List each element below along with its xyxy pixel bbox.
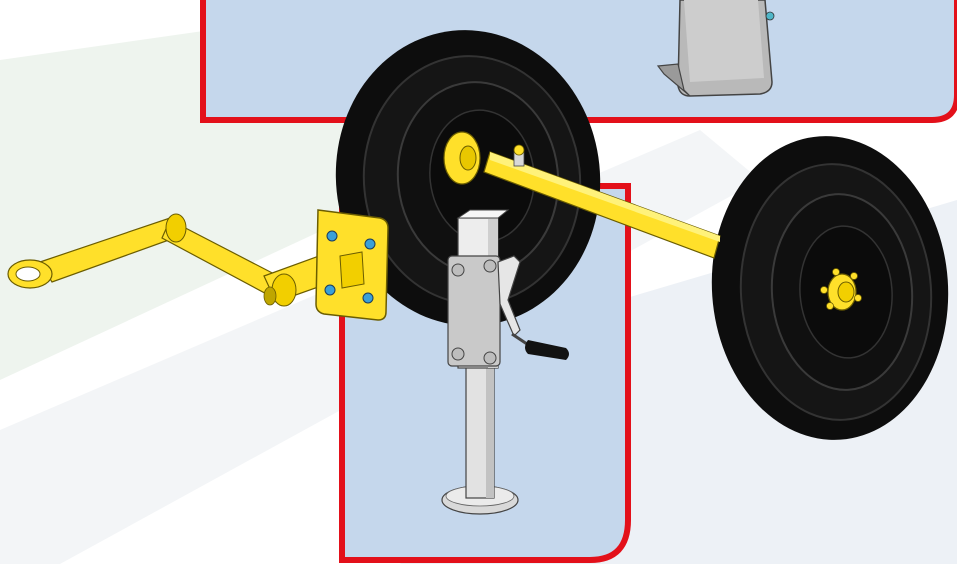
rear-hub-icon bbox=[820, 268, 862, 311]
mounting-plate-icon bbox=[315, 209, 389, 321]
jack-stand-icon bbox=[441, 209, 519, 515]
axle-icon bbox=[443, 131, 721, 259]
top-highlight-box bbox=[200, 0, 957, 123]
bracket-icon bbox=[656, 0, 775, 97]
tow-ring-icon bbox=[7, 259, 53, 289]
jack-crank-icon bbox=[497, 255, 569, 360]
